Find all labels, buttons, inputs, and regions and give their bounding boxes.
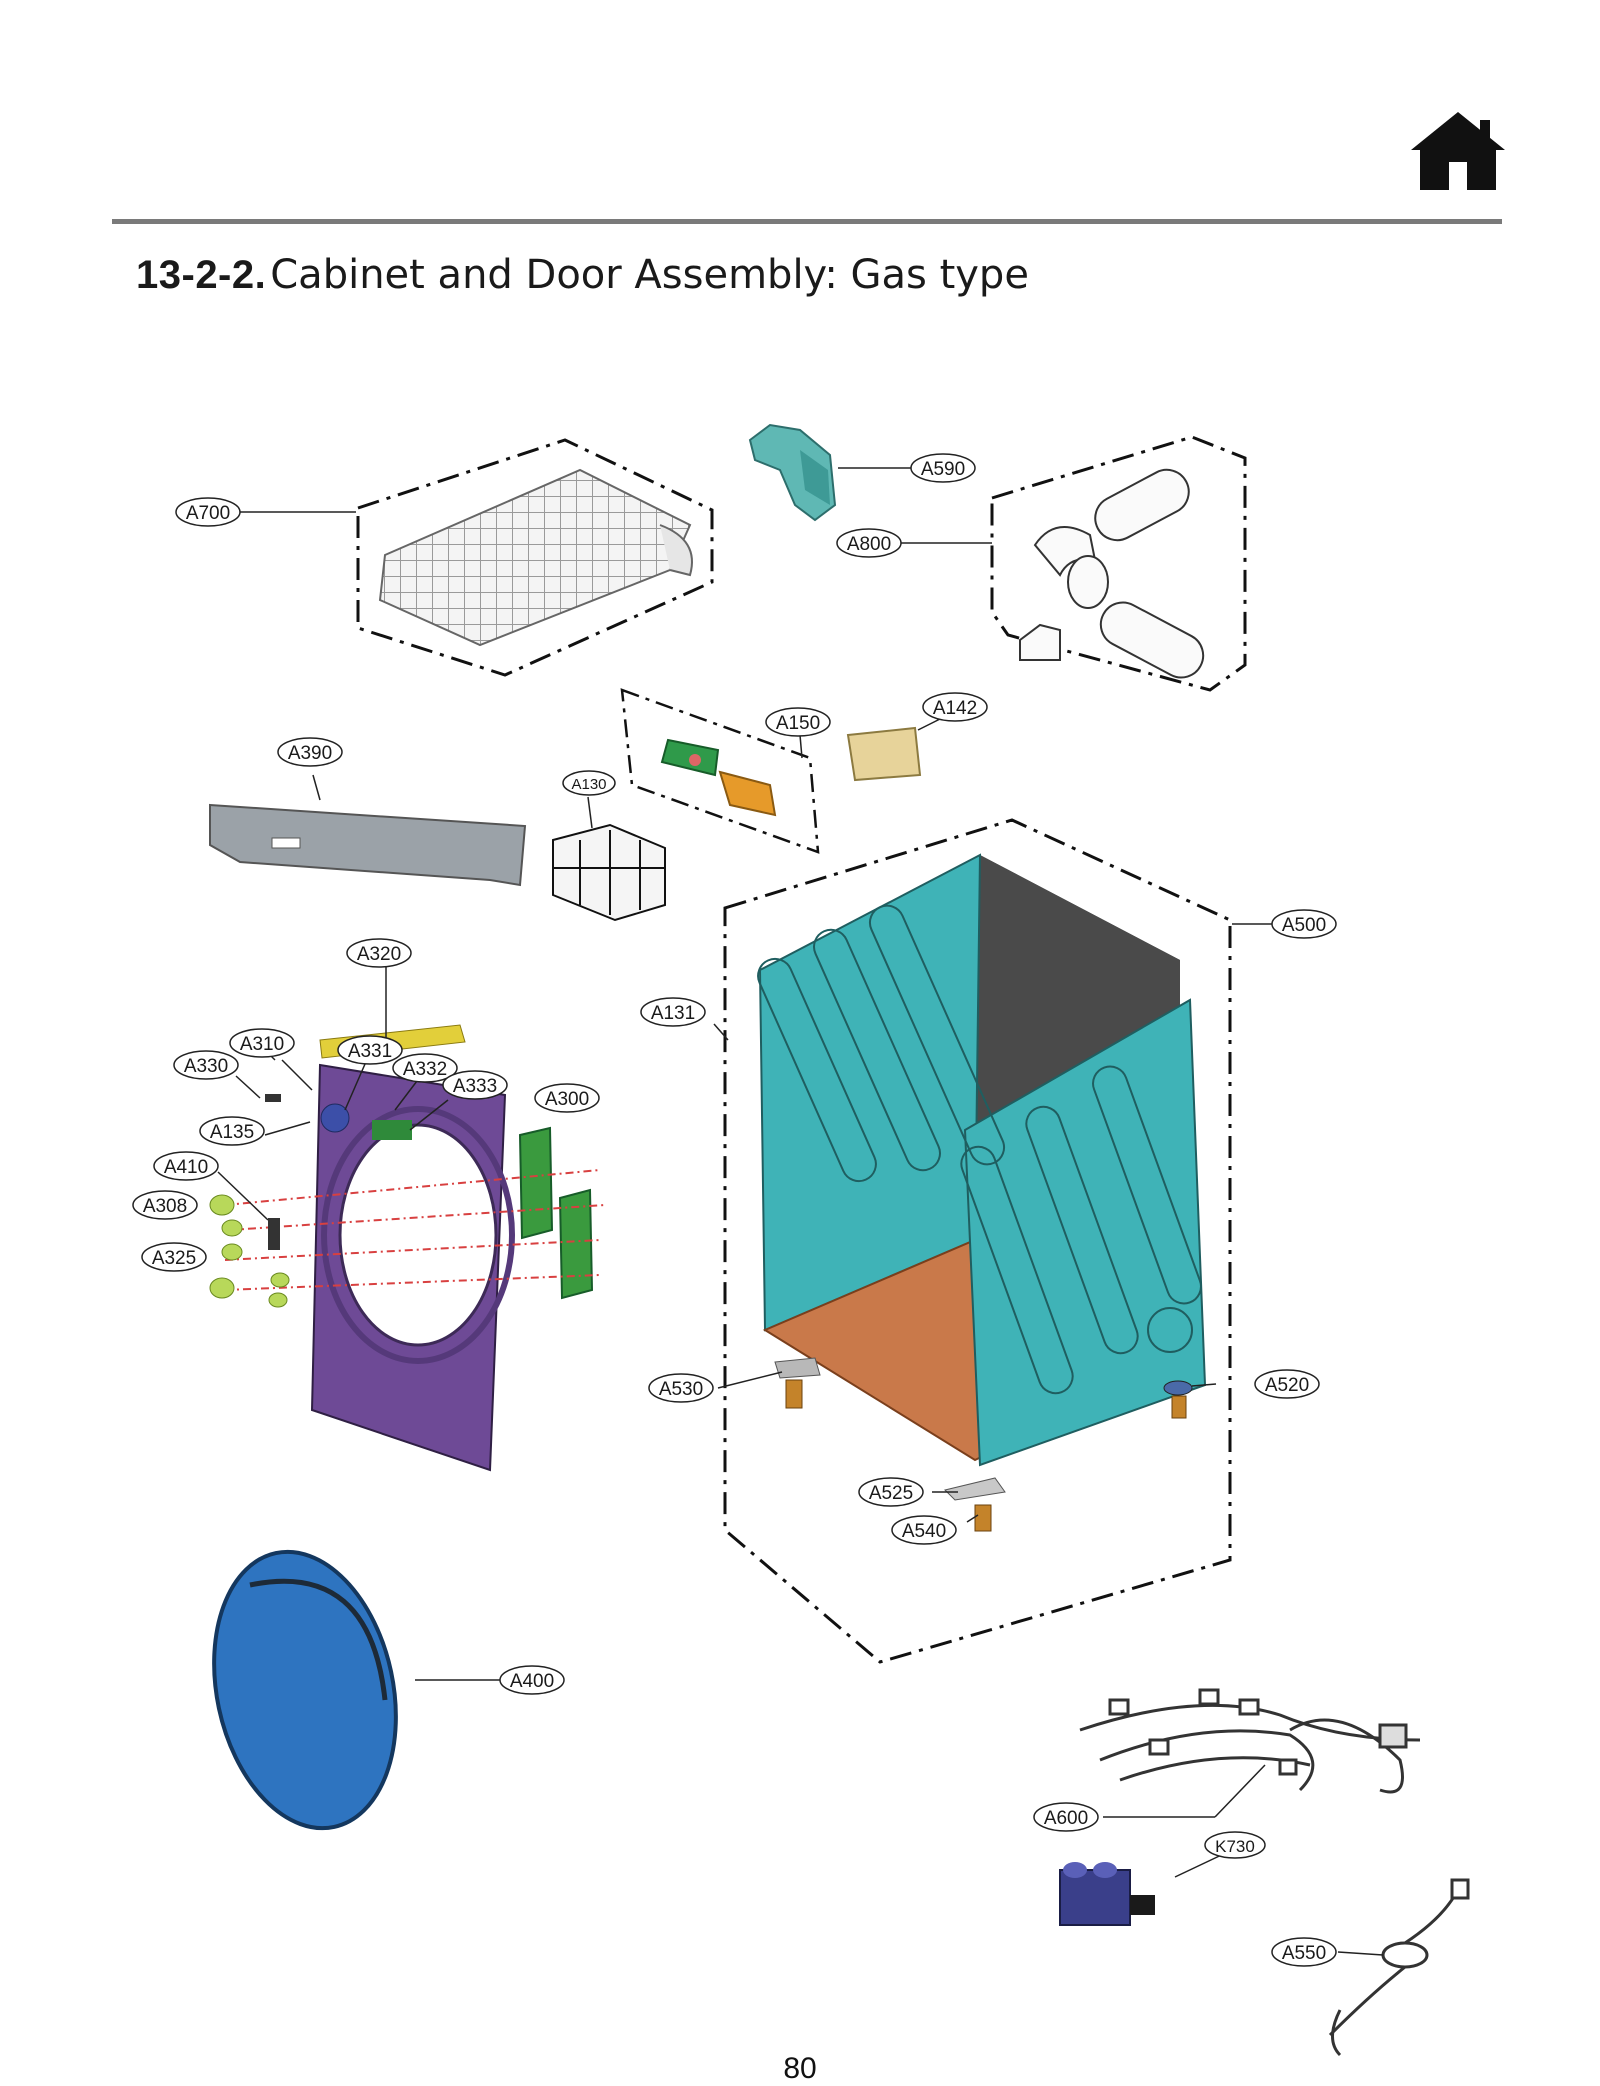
svg-text:A135: A135 bbox=[210, 1122, 254, 1143]
door-part bbox=[212, 1549, 398, 1831]
svg-text:A300: A300 bbox=[545, 1089, 589, 1110]
callout-A700: A700 bbox=[175, 497, 241, 527]
gas-valve-part bbox=[1059, 1862, 1155, 1926]
front-panel-part bbox=[209, 1024, 606, 1472]
svg-text:A700: A700 bbox=[186, 503, 230, 524]
svg-text:A520: A520 bbox=[1265, 1375, 1309, 1396]
svg-text:A130: A130 bbox=[571, 776, 606, 793]
callout-A330: A330 bbox=[173, 1050, 239, 1080]
exhaust-duct-part bbox=[990, 435, 1247, 692]
leader-lines bbox=[217, 467, 1384, 1956]
callout-A150: A150 bbox=[765, 707, 831, 737]
svg-text:A332: A332 bbox=[403, 1059, 447, 1080]
svg-text:A333: A333 bbox=[453, 1076, 497, 1097]
section-title-text: Cabinet and Door Assembly: Gas type bbox=[270, 252, 1029, 298]
svg-text:A142: A142 bbox=[933, 698, 977, 719]
callout-A142: A142 bbox=[922, 692, 988, 722]
callout-A600: A600 bbox=[1033, 1802, 1099, 1832]
wire-harness-part bbox=[1079, 1688, 1421, 1794]
svg-text:A500: A500 bbox=[1282, 915, 1326, 936]
leveling-legs-part bbox=[774, 1357, 1193, 1532]
svg-text:A331: A331 bbox=[348, 1041, 392, 1062]
callout-A800: A800 bbox=[836, 528, 902, 558]
svg-text:A590: A590 bbox=[921, 459, 965, 480]
svg-text:A330: A330 bbox=[184, 1056, 228, 1077]
callout-K730: K730 bbox=[1204, 1831, 1266, 1859]
callout-A331: A331 bbox=[337, 1035, 403, 1065]
callout-A310: A310 bbox=[229, 1028, 295, 1058]
svg-text:A800: A800 bbox=[847, 534, 891, 555]
duct-bracket-part bbox=[748, 423, 837, 522]
cabinet-part bbox=[723, 818, 1232, 1664]
svg-text:A310: A310 bbox=[240, 1034, 284, 1055]
svg-text:A600: A600 bbox=[1044, 1808, 1088, 1829]
top-divider bbox=[112, 219, 1502, 224]
callout-A500: A500 bbox=[1271, 909, 1337, 939]
callout-A135: A135 bbox=[199, 1116, 265, 1146]
page-number: 80 bbox=[783, 2052, 817, 2085]
svg-text:A308: A308 bbox=[143, 1196, 187, 1217]
section-title: 13-2-2.Cabinet and Door Assembly: Gas ty… bbox=[136, 252, 1029, 298]
callout-A390: A390 bbox=[277, 737, 343, 767]
svg-text:A320: A320 bbox=[357, 944, 401, 965]
svg-text:A400: A400 bbox=[510, 1671, 554, 1692]
callout-A525: A525 bbox=[858, 1477, 924, 1507]
callout-A550: A550 bbox=[1271, 1937, 1337, 1967]
svg-text:A325: A325 bbox=[152, 1248, 196, 1269]
svg-text:A131: A131 bbox=[651, 1003, 695, 1024]
power-cord-part bbox=[1328, 1878, 1470, 2057]
filter-housing-part bbox=[552, 823, 666, 922]
control-frame-part bbox=[209, 803, 527, 887]
svg-text:A410: A410 bbox=[164, 1157, 208, 1178]
callout-A332: A332 bbox=[392, 1053, 458, 1083]
svg-text:A150: A150 bbox=[776, 713, 820, 734]
callout-A320: A320 bbox=[346, 938, 412, 968]
callout-A300: A300 bbox=[534, 1083, 600, 1113]
section-number: 13-2-2. bbox=[136, 253, 267, 297]
callout-A410: A410 bbox=[153, 1151, 219, 1181]
callout-A130: A130 bbox=[562, 770, 616, 796]
svg-text:A540: A540 bbox=[902, 1521, 946, 1542]
callout-A520: A520 bbox=[1254, 1369, 1320, 1399]
svg-text:A550: A550 bbox=[1282, 1943, 1326, 1964]
home-icon bbox=[1411, 112, 1505, 190]
home-button[interactable] bbox=[1408, 110, 1508, 192]
callout-A590: A590 bbox=[910, 453, 976, 483]
pcb-assembly-part bbox=[620, 688, 820, 854]
top-plate-part bbox=[356, 438, 714, 677]
cover-part bbox=[846, 726, 922, 782]
callout-A131: A131 bbox=[640, 997, 706, 1027]
callout-A333: A333 bbox=[442, 1070, 508, 1100]
callout-A308: A308 bbox=[132, 1190, 198, 1220]
svg-text:K730: K730 bbox=[1215, 1837, 1255, 1856]
callout-A530: A530 bbox=[648, 1373, 714, 1403]
svg-text:A530: A530 bbox=[659, 1379, 703, 1400]
svg-text:A525: A525 bbox=[869, 1483, 913, 1504]
callout-A540: A540 bbox=[891, 1515, 957, 1545]
callout-A400: A400 bbox=[499, 1665, 565, 1695]
svg-text:A390: A390 bbox=[288, 743, 332, 764]
callout-A325: A325 bbox=[141, 1242, 207, 1272]
